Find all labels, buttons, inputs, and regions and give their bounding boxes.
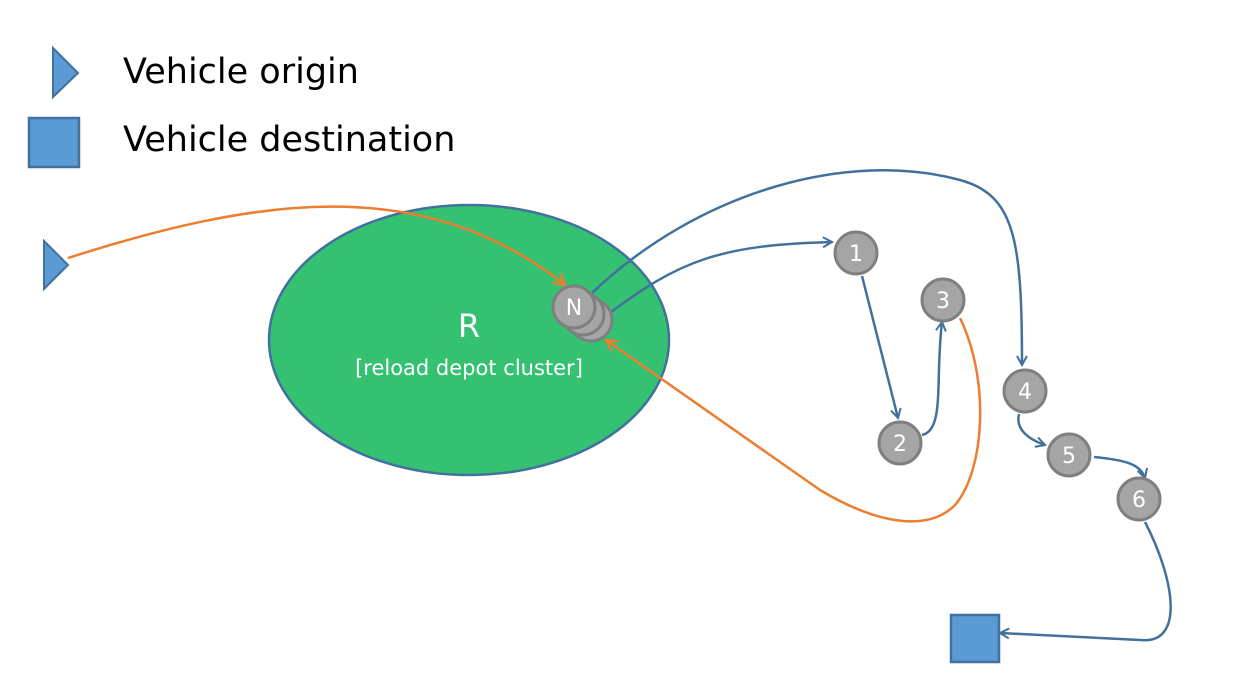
edge-4-to-5 xyxy=(1017,413,1045,445)
node-5 xyxy=(1046,432,1092,478)
node-2-label: 2 xyxy=(893,432,907,457)
legend-destination-label: Vehicle destination xyxy=(123,120,456,160)
node-n xyxy=(551,284,597,330)
edge-n-to-1 xyxy=(606,242,832,316)
edge-1-to-2 xyxy=(860,275,898,418)
cluster-title: R xyxy=(458,307,480,345)
cluster-subtitle: [reload depot cluster] xyxy=(355,356,583,380)
reload-depot-cluster xyxy=(267,203,671,477)
node-3 xyxy=(920,277,966,323)
edge-5-to-6 xyxy=(1093,455,1145,478)
vehicle-destination xyxy=(949,613,1001,664)
legend-origin-icon xyxy=(52,45,80,100)
node-n-label: N xyxy=(566,296,582,321)
node-6 xyxy=(1116,476,1162,522)
legend-origin-label: Vehicle origin xyxy=(123,52,359,92)
node-3-label: 3 xyxy=(936,289,950,314)
edge-3-to-n xyxy=(606,317,982,523)
node-1 xyxy=(833,230,879,276)
node-6-label: 6 xyxy=(1132,488,1146,513)
node-2 xyxy=(877,420,923,466)
node-4 xyxy=(1002,368,1048,414)
node-1-label: 1 xyxy=(849,242,863,267)
edge-6-to-destination xyxy=(1000,521,1172,642)
vehicle-origin xyxy=(43,238,70,292)
node-4-label: 4 xyxy=(1018,380,1032,405)
node-5-label: 5 xyxy=(1062,444,1076,469)
legend-destination-icon xyxy=(27,116,81,169)
edge-origin-to-n xyxy=(67,205,565,285)
edge-2-to-3 xyxy=(921,322,942,437)
edge-n-to-4 xyxy=(591,169,1022,365)
